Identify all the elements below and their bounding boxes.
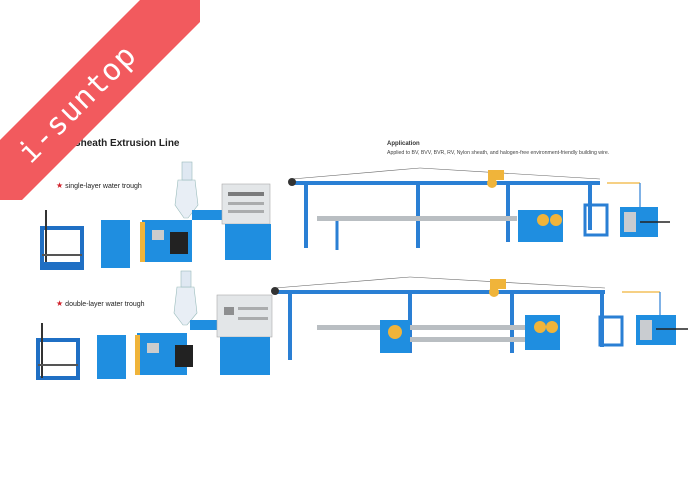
lower-water-trough [410, 337, 532, 342]
preheater-cabinet [101, 220, 130, 268]
mid-capstan [380, 320, 410, 353]
takeup-unit [622, 291, 688, 345]
single-layer-label: ★single-layer water trough [56, 181, 142, 190]
payoff-stand [40, 210, 84, 270]
watermark-ribbon: i-suntop [0, 0, 200, 200]
double-layer-label: ★double-layer water trough [56, 299, 145, 308]
application-text: Applied to BV, BVV, BVR, RV, Nylon sheat… [387, 150, 610, 156]
overhead-frame [271, 276, 606, 360]
single-layer-extrusion-line [40, 161, 670, 270]
takeup-unit [607, 182, 670, 237]
capstan [518, 210, 563, 242]
watermark-text: i-suntop [10, 37, 144, 171]
accumulator [583, 203, 609, 237]
application-heading: Application [387, 141, 420, 147]
preheater-cabinet [97, 335, 126, 379]
control-cabinet [216, 294, 273, 375]
accumulator [598, 315, 624, 347]
single-layer-label-text: single-layer water trough [65, 183, 142, 190]
page-title: Jacket Sheath Extrusion Line [40, 138, 180, 149]
star-icon: ★ [56, 299, 64, 308]
payoff-stand [36, 323, 80, 380]
extruder [140, 161, 222, 262]
extruder [135, 270, 220, 375]
upper-water-trough [317, 325, 532, 330]
double-layer-label-text: double-layer water trough [65, 301, 145, 308]
double-layer-extrusion-line [36, 270, 688, 380]
control-cabinet [221, 183, 271, 260]
single-water-trough [317, 216, 517, 221]
star-icon: ★ [56, 181, 64, 190]
capstan [525, 315, 560, 350]
